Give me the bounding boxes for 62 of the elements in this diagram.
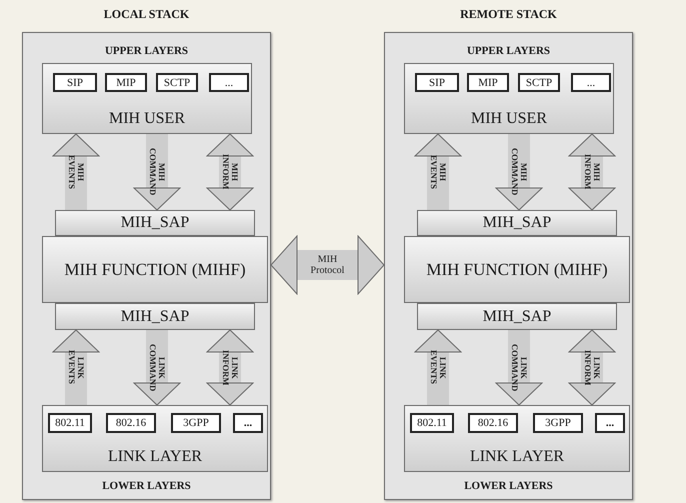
edge-label: MIH INFORM <box>221 153 239 192</box>
edge-label: LINK INFORM <box>221 348 239 388</box>
edge-label: LINK COMMAND <box>148 342 166 392</box>
edge-label: MIH COMMAND <box>510 147 528 197</box>
block-arrow <box>134 330 180 406</box>
stack-title: REMOTE STACK <box>459 7 558 22</box>
protocol-box: SCTP <box>156 73 198 92</box>
edge-label: MIH EVENTS <box>429 154 447 191</box>
layer-box: MIH FUNCTION (MIHF) <box>404 236 630 303</box>
layer-box <box>404 63 614 134</box>
edge-label: MIH Protocol <box>310 254 346 276</box>
protocol-box: 802.11 <box>48 413 92 433</box>
protocol-box: SIP <box>415 73 459 92</box>
edge-label: LINK INFORM <box>583 348 601 388</box>
edge-label: MIH INFORM <box>583 153 601 192</box>
layer-label: LINK LAYER <box>106 448 204 466</box>
protocol-box: MIP <box>105 73 147 92</box>
protocol-box: ... <box>233 413 263 433</box>
edge-label: LINK EVENTS <box>429 349 447 386</box>
layer-box: MIH_SAP <box>55 210 255 236</box>
protocol-box: 802.16 <box>106 413 156 433</box>
protocol-box: SIP <box>53 73 97 92</box>
block-arrow <box>206 134 254 210</box>
protocol-box: 802.16 <box>468 413 518 433</box>
block-arrow <box>568 134 616 210</box>
protocol-box: MIP <box>467 73 509 92</box>
edge-label: MIH COMMAND <box>148 147 166 197</box>
block-arrow <box>414 330 462 405</box>
block-arrow <box>52 134 100 210</box>
layer-box <box>42 405 268 472</box>
edge-label: LINK COMMAND <box>510 342 528 392</box>
edge-label: MIH EVENTS <box>67 154 85 191</box>
protocol-box: ... <box>209 73 249 92</box>
protocol-box: SCTP <box>518 73 560 92</box>
layer-box: MIH FUNCTION (MIHF) <box>42 236 268 303</box>
block-arrow <box>206 330 254 406</box>
protocol-box: 802.11 <box>410 413 454 433</box>
edge-label: LINK EVENTS <box>67 349 85 386</box>
block-arrow <box>496 330 542 406</box>
layer-box: MIH_SAP <box>417 303 617 330</box>
layer-box <box>404 405 630 472</box>
layer-label: MIH USER <box>108 110 186 128</box>
protocol-box: ... <box>571 73 611 92</box>
block-arrow <box>270 236 384 294</box>
protocol-box: ... <box>595 413 625 433</box>
layer-box: MIH_SAP <box>55 303 255 330</box>
band-label: UPPER LAYERS <box>104 45 190 57</box>
block-arrow <box>568 330 616 406</box>
layer-label: MIH USER <box>470 110 548 128</box>
layer-box: MIH_SAP <box>417 210 617 236</box>
protocol-box: 3GPP <box>171 413 221 433</box>
layer-label: LINK LAYER <box>468 448 566 466</box>
block-arrow <box>414 134 462 210</box>
band-label: LOWER LAYERS <box>101 480 192 492</box>
layer-box <box>42 63 252 134</box>
block-arrow <box>496 134 542 210</box>
protocol-box: 3GPP <box>533 413 583 433</box>
block-arrow <box>52 330 100 405</box>
band-label: LOWER LAYERS <box>463 480 554 492</box>
block-arrow <box>134 134 180 210</box>
stack-title: LOCAL STACK <box>102 7 190 22</box>
band-label: UPPER LAYERS <box>466 45 552 57</box>
